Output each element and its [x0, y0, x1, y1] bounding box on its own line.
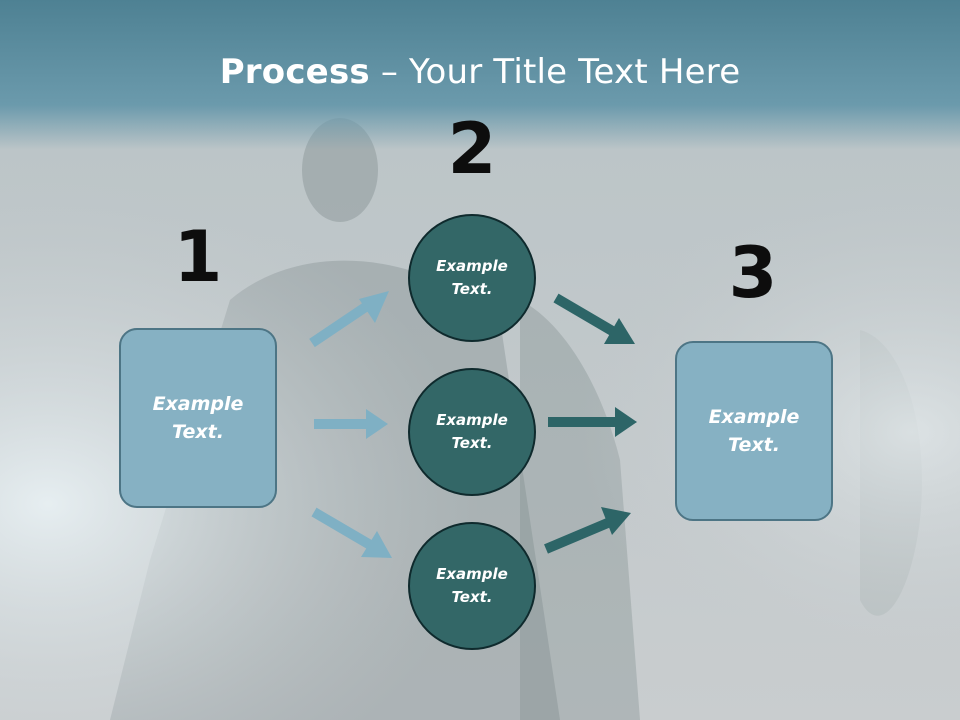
step-number-1: 1 [173, 216, 223, 298]
step-number-3: 3 [728, 232, 778, 314]
arrow-top-to-right [553, 293, 635, 344]
arrow-left-to-bottom [311, 507, 392, 558]
title-band [0, 0, 960, 150]
circle-step-top: Example Text. [408, 214, 536, 342]
circle-step-bottom: Example Text. [408, 522, 536, 650]
left-box-text: Example Text. [152, 392, 244, 444]
right-box-text: Example Text. [708, 405, 800, 457]
left-process-box: Example Text. [119, 328, 277, 508]
circle-middle-text: Example Text. [436, 410, 508, 452]
title-rest: – Your Title Text Here [369, 52, 741, 92]
circle-top-text: Example Text. [436, 256, 508, 298]
step-number-2: 2 [447, 108, 497, 190]
arrow-middle-to-right [548, 407, 637, 437]
title-bold: Process [219, 52, 370, 92]
arrow-left-to-middle [314, 409, 388, 439]
circle-bottom-text: Example Text. [436, 564, 508, 606]
right-process-box: Example Text. [675, 341, 833, 521]
arrow-bottom-to-right [544, 507, 631, 554]
slide-title: Process – Your Title Text Here [0, 52, 960, 92]
arrow-left-to-top [309, 291, 389, 348]
circle-step-middle: Example Text. [408, 368, 536, 496]
